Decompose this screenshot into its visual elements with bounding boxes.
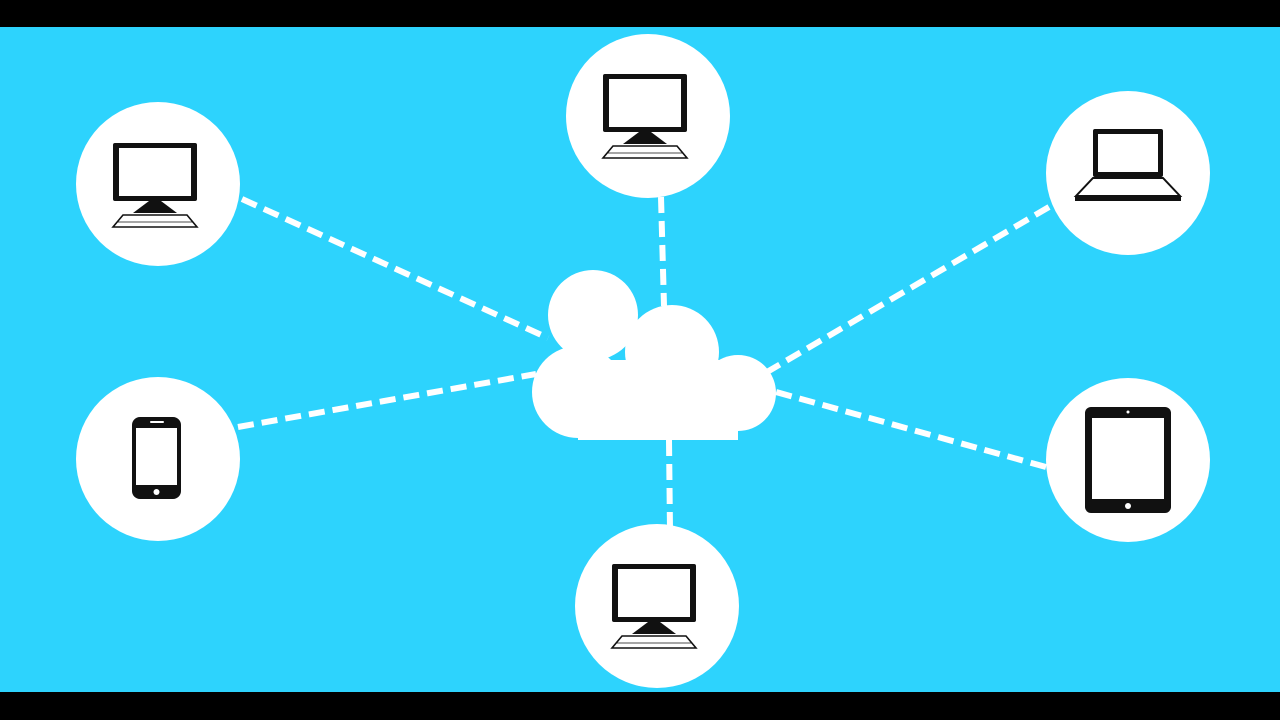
smartphone-icon: [132, 417, 181, 499]
connectors: [237, 196, 1051, 531]
connector-top-left: [240, 196, 550, 341]
connector-bottom-center: [666, 439, 673, 531]
connector-top-center: [658, 196, 667, 307]
laptop-icon: [1073, 129, 1183, 201]
cloud-icon: [532, 270, 776, 440]
desktop-monitor-icon: [602, 73, 688, 159]
desktop-monitor-icon: [112, 142, 198, 228]
letterbox-top: [0, 0, 1280, 27]
desktop-monitor-icon: [611, 563, 697, 649]
connector-middle-left: [237, 371, 537, 430]
tablet-icon: [1085, 407, 1171, 513]
letterbox-bottom: [0, 692, 1280, 720]
connector-top-right: [765, 204, 1051, 375]
